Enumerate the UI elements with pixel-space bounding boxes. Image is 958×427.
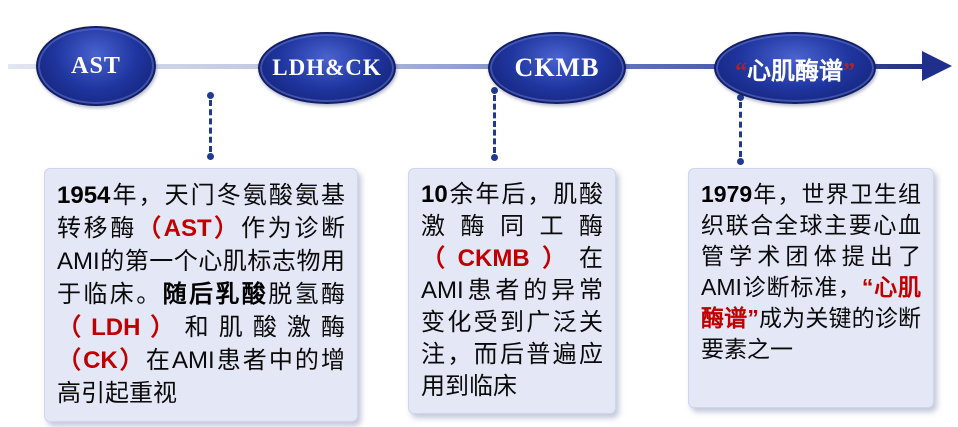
dashed-connector-3 bbox=[737, 94, 744, 165]
timeline-node-xinji-meipu: “心肌酶谱” bbox=[714, 32, 876, 104]
info-box-ckmb-text: 10余年后，肌酸激酶同工酶（CKMB）在AMI患者的异常变化受到广泛关注，而后普… bbox=[421, 181, 603, 400]
timeline-node-ldh-ck: LDH&CK bbox=[258, 32, 396, 104]
info-box-1979-text: 1979年，世界卫生组织联合全球主要心血管学术团体提出了AMI诊断标准，“心肌酶… bbox=[701, 181, 922, 362]
info-box-ckmb: 10余年后，肌酸激酶同工酶（CKMB）在AMI患者的异常变化受到广泛关注，而后普… bbox=[408, 168, 616, 414]
info-box-1979: 1979年，世界卫生组织联合全球主要心血管学术团体提出了AMI诊断标准，“心肌酶… bbox=[688, 168, 934, 408]
node-label-ckmb: CKMB bbox=[514, 53, 600, 82]
connector-dot bbox=[491, 154, 498, 161]
connector-dot bbox=[737, 94, 744, 101]
dashed-connector-1 bbox=[207, 92, 214, 160]
connector-dot bbox=[737, 158, 744, 165]
connector-dot bbox=[207, 92, 214, 99]
timeline-node-ast: AST bbox=[36, 26, 156, 106]
info-box-1954: 1954年，天门冬氨酸氨基转移酶（AST）作为诊断AMI的第一个心肌标志物用于临… bbox=[44, 168, 358, 422]
timeline-axis bbox=[8, 64, 926, 69]
node-label-ldh-ck: LDH&CK bbox=[272, 55, 382, 80]
timeline-arrowhead-icon bbox=[922, 51, 952, 81]
dashed-connector-2 bbox=[491, 87, 498, 161]
timeline-node-ckmb: CKMB bbox=[488, 32, 626, 104]
node-label-xinji-meipu: “心肌酶谱” bbox=[735, 58, 855, 85]
connector-dot bbox=[207, 153, 214, 160]
connector-dot bbox=[491, 87, 498, 94]
info-box-1954-text: 1954年，天门冬氨酸氨基转移酶（AST）作为诊断AMI的第一个心肌标志物用于临… bbox=[57, 182, 346, 407]
node-label-ast: AST bbox=[71, 52, 121, 79]
